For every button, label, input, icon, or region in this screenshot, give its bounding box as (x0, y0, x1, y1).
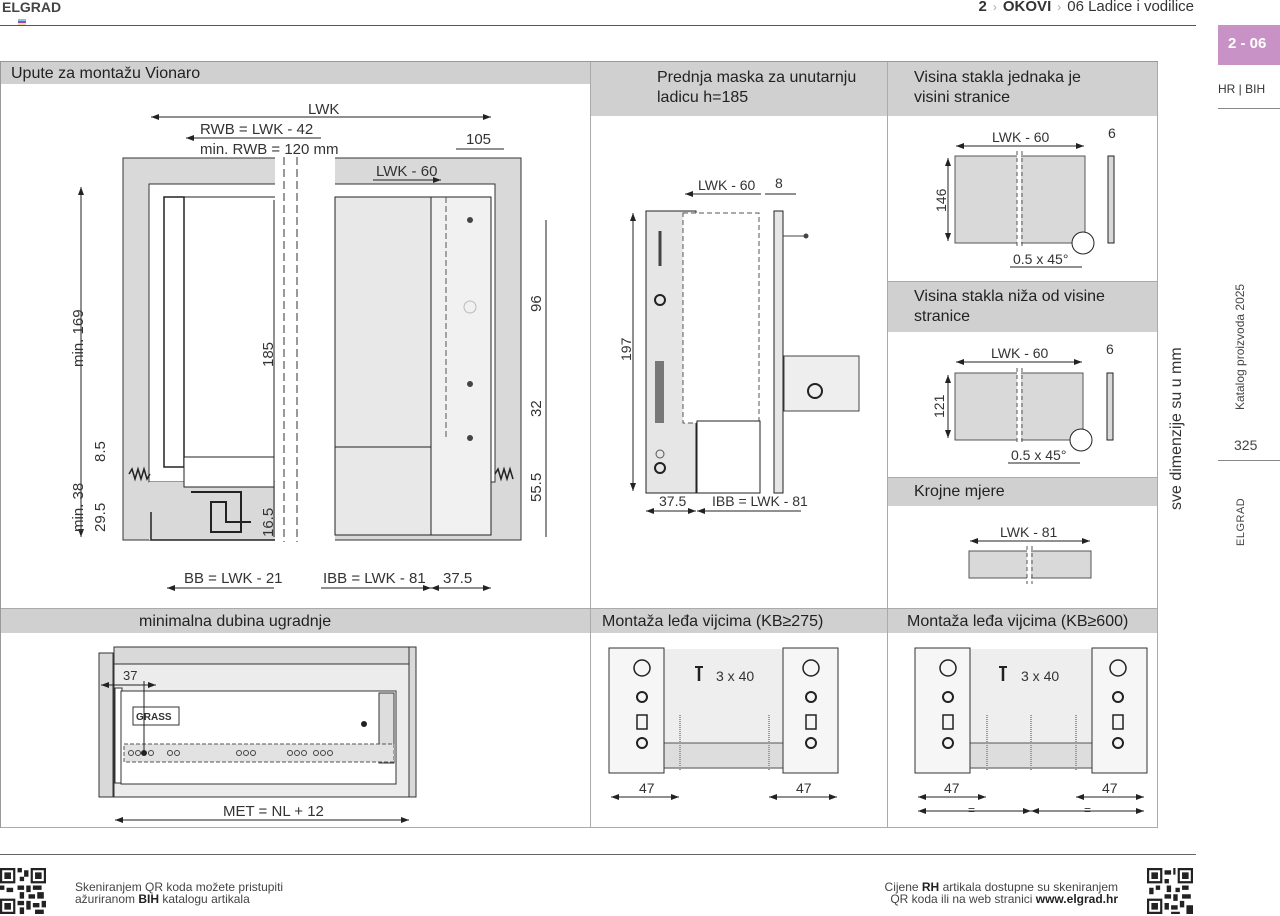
qr-code-bih[interactable] (0, 868, 46, 914)
panel-glass-lower: Visina stakla niža od visine stranice LW… (888, 282, 1158, 478)
svg-text:0.5 x 45°: 0.5 x 45° (1013, 251, 1068, 267)
svg-text:0.5 x 45°: 0.5 x 45° (1011, 447, 1066, 463)
min-depth-diagram: GRASS 37 MET = NL + 12 (98, 646, 417, 823)
svg-text:LWK - 60: LWK - 60 (698, 177, 756, 193)
brand-logo: ELGRAD (2, 0, 62, 15)
cut-sizes-diagram: LWK - 81 (968, 524, 1092, 584)
mounting-diagram: LWK RWB = LWK - 42 min. RWB = 120 mm 105… (70, 101, 547, 591)
panel-title: Montaža leđa vijcima (KB≥275) (591, 609, 887, 633)
svg-text:MET = NL + 12: MET = NL + 12 (223, 803, 324, 820)
breadcrumb: 2 › OKOVI › 06 Ladice i vodilice (979, 0, 1194, 15)
svg-text:32: 32 (528, 400, 545, 417)
panel-title: Krojne mjere (888, 478, 1157, 506)
svg-text:8.5: 8.5 (92, 441, 109, 462)
svg-text:37.5: 37.5 (659, 493, 686, 509)
chapter-tab[interactable]: 2 - 06 (1218, 25, 1280, 65)
qr-code-rh[interactable] (1147, 868, 1193, 914)
breadcrumb-chapter-num[interactable]: 2 (978, 0, 987, 15)
front-mask-diagram: 197 LWK - 60 8 37.5 IBB = LWK - 81 (618, 175, 860, 514)
svg-text:146: 146 (933, 188, 949, 212)
svg-text:RWB = LWK - 42: RWB = LWK - 42 (200, 121, 313, 138)
language-label: HR | BIH (1218, 82, 1266, 96)
svg-text:LWK - 81: LWK - 81 (1000, 524, 1058, 540)
dimension-note: sve dimenzije su u mm (1168, 347, 1185, 510)
svg-text:IBB = LWK - 81: IBB = LWK - 81 (712, 493, 808, 509)
flag-icon (18, 19, 26, 26)
svg-text:185: 185 (260, 342, 277, 367)
svg-text:37.5: 37.5 (443, 570, 472, 587)
divider (1218, 460, 1280, 461)
panel-front-mask: Prednja maska za unutarnju ladicu h=185 … (591, 62, 888, 609)
svg-text:47: 47 (639, 780, 655, 796)
panel-title: Upute za montažu Vionaro (1, 62, 590, 84)
svg-text:LWK - 60: LWK - 60 (992, 129, 1050, 145)
svg-text:121: 121 (931, 394, 947, 418)
catalog-label: Katalog proizvoda 2025 (1233, 283, 1247, 410)
svg-text:IBB = LWK - 81: IBB = LWK - 81 (323, 570, 426, 587)
glass-equal-diagram: LWK - 60 6 146 0.5 x 45° (933, 125, 1116, 268)
website-link[interactable]: www.elgrad.hr (1035, 892, 1118, 906)
svg-text:6: 6 (1108, 125, 1116, 141)
panel-back-600: Montaža leđa vijcima (KB≥600) 3 x 40 47 … (888, 609, 1158, 828)
chevron-right-icon: › (992, 0, 997, 14)
panel-title: Prednja maska za unutarnju ladicu h=185 (591, 62, 887, 116)
chevron-right-icon: › (1057, 0, 1062, 14)
svg-text:197: 197 (618, 337, 634, 361)
svg-text:min. 38: min. 38 (70, 483, 87, 532)
glass-lower-diagram: LWK - 60 6 121 0.5 x 45° (931, 341, 1114, 464)
footer-right-text: Cijene RH artikala dostupne su skeniranj… (884, 880, 1118, 906)
panel-glass-equal: Visina stakla jednaka je visini stranice… (888, 62, 1158, 282)
page-header: ELGRAD 2 › OKOVI › 06 Ladice i vodilice (0, 0, 1196, 26)
svg-text:16.5: 16.5 (260, 508, 277, 537)
panel-mounting: Upute za montažu Vionaro (1, 62, 591, 609)
panel-cut-sizes: Krojne mjere LWK - 81 (888, 478, 1158, 609)
svg-text:55.5: 55.5 (528, 473, 545, 502)
page-number: 325 (1234, 437, 1258, 453)
svg-text:=: = (968, 803, 975, 817)
divider (1218, 108, 1280, 109)
svg-text:min. 169: min. 169 (70, 309, 87, 367)
svg-text:3 x 40: 3 x 40 (716, 668, 754, 684)
svg-text:8: 8 (775, 175, 783, 191)
footer-left-text: Skeniranjem QR koda možete pristupiti až… (75, 880, 284, 906)
svg-text:LWK: LWK (308, 101, 339, 118)
panel-min-depth: minimalna dubina ugradnje GRASS 3 (1, 609, 591, 828)
panel-title: Montaža leđa vijcima (KB≥600) (888, 609, 1157, 633)
diagram-grid: Upute za montažu Vionaro (0, 61, 1158, 828)
svg-text:BB = LWK - 21: BB = LWK - 21 (184, 570, 283, 587)
svg-text:GRASS: GRASS (136, 712, 172, 723)
svg-text:6: 6 (1106, 341, 1114, 357)
back-275-diagram: 3 x 40 47 47 (608, 647, 839, 800)
svg-text:LWK - 60: LWK - 60 (991, 345, 1049, 361)
svg-text:96: 96 (528, 295, 545, 312)
panel-title: minimalna dubina ugradnje (1, 609, 590, 633)
panel-title: Visina stakla jednaka je visini stranice (888, 62, 1157, 116)
breadcrumb-section[interactable]: Ladice i vodilice (1088, 0, 1194, 15)
svg-text:LWK - 60: LWK - 60 (376, 163, 437, 180)
panel-back-275: Montaža leđa vijcima (KB≥275) 3 x 40 47 … (591, 609, 888, 828)
svg-text:min. RWB = 120 mm: min. RWB = 120 mm (200, 141, 339, 158)
svg-text:105: 105 (466, 131, 491, 148)
back-600-diagram: 3 x 40 47 47 = = (914, 647, 1148, 817)
footer-divider (0, 854, 1196, 855)
svg-text:47: 47 (1102, 780, 1118, 796)
sidebar-brand: ELGRAD (1235, 497, 1247, 546)
svg-text:3 x 40: 3 x 40 (1021, 668, 1059, 684)
breadcrumb-chapter[interactable]: OKOVI (1002, 0, 1052, 15)
breadcrumb-section-num[interactable]: 06 (1067, 0, 1084, 15)
svg-text:47: 47 (944, 780, 960, 796)
svg-text:37: 37 (123, 668, 137, 683)
panel-title: Visina stakla niža od visine stranice (888, 282, 1157, 332)
svg-text:47: 47 (796, 780, 812, 796)
svg-text:29.5: 29.5 (92, 503, 109, 532)
svg-text:=: = (1084, 803, 1091, 817)
